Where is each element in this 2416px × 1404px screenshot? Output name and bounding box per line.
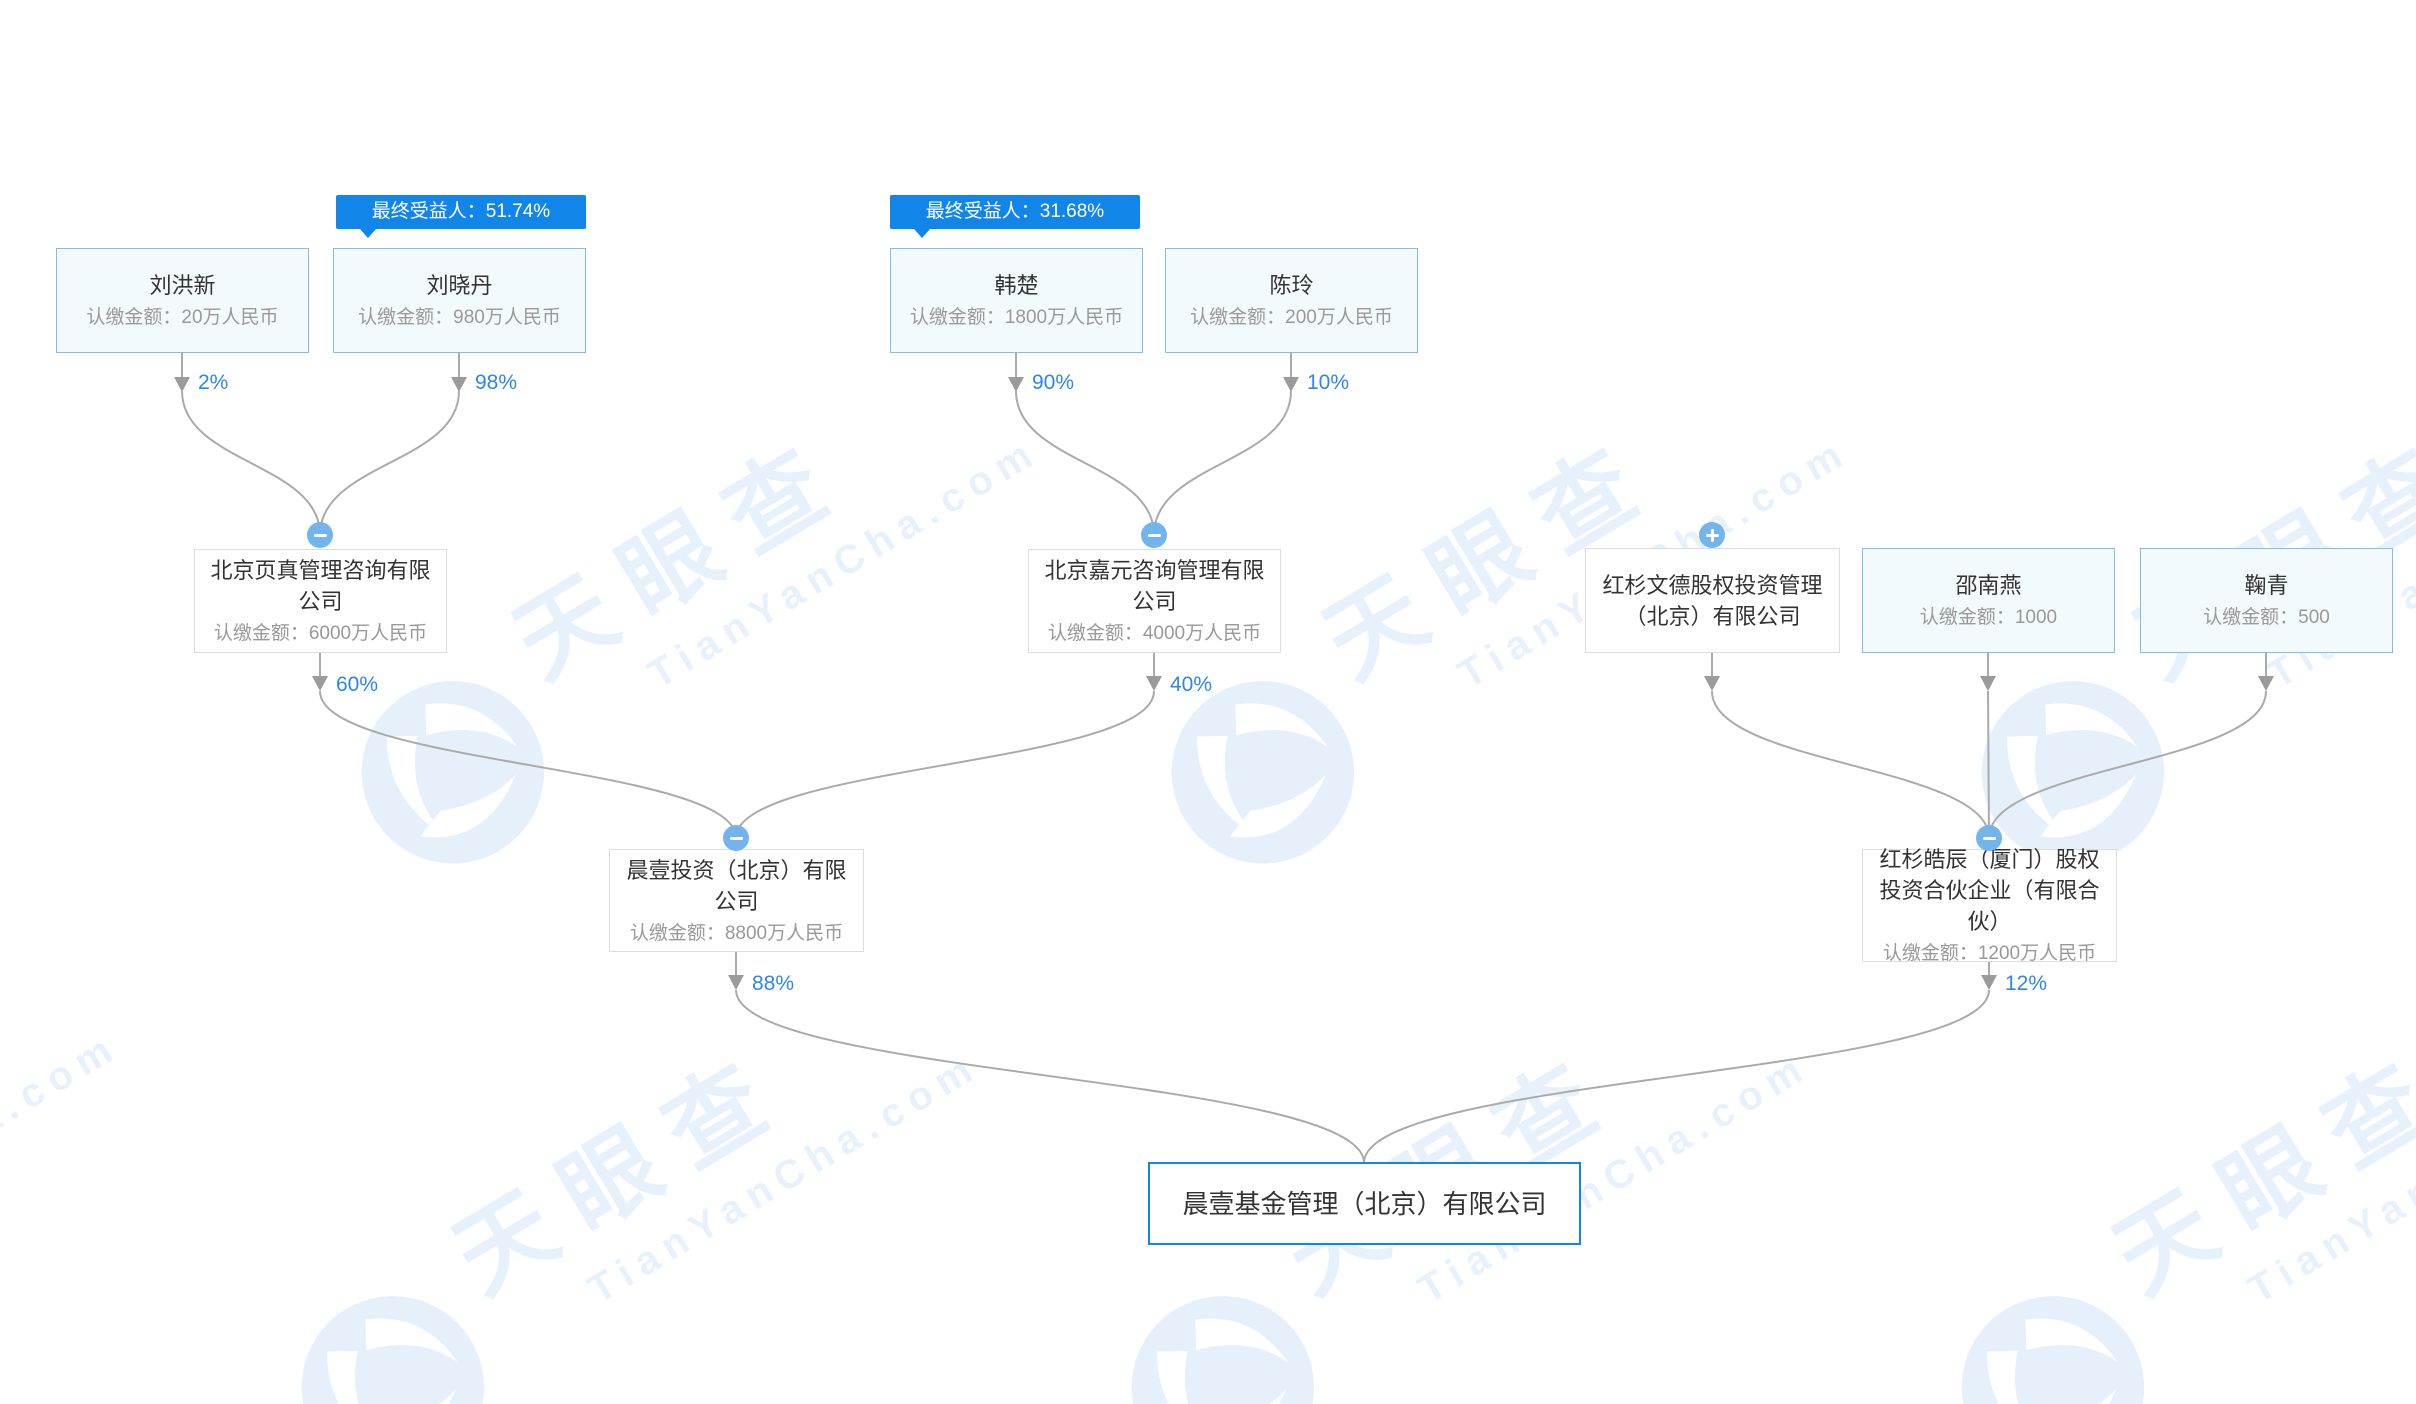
beneficiary-badge-label: 最终受益人：31.68% xyxy=(925,201,1105,222)
ownership-percent: 40% xyxy=(1170,673,1213,696)
node-chenyi-fund-root[interactable]: 晨壹基金管理（北京）有限公司 xyxy=(1148,1162,1581,1245)
node-name: 晨壹投资（北京）有限公司 xyxy=(626,857,847,914)
node-amount: 认缴金额：1200万人民币 xyxy=(1882,943,2097,964)
node-han-chu[interactable]: 韩楚 认缴金额：1800万人民币 xyxy=(890,248,1143,353)
node-amount: 认缴金额：200万人民币 xyxy=(1190,307,1393,328)
ownership-percent: 2% xyxy=(198,371,229,394)
node-name: 北京页真管理咨询有限公司 xyxy=(210,558,431,614)
node-chenyi-investment[interactable]: 晨壹投资（北京）有限公司 认缴金额：8800万人民币 xyxy=(609,849,864,952)
node-amount: 认缴金额：500 xyxy=(2203,607,2330,628)
ownership-percent: 60% xyxy=(336,673,379,696)
ownership-percent: 98% xyxy=(475,371,518,394)
node-name: 刘洪新 xyxy=(149,273,216,298)
ownership-percent: 10% xyxy=(1307,371,1350,394)
node-amount: 认缴金额：8800万人民币 xyxy=(629,922,844,944)
expand-icon[interactable] xyxy=(1699,522,1725,548)
node-amount: 认缴金额：4000万人民币 xyxy=(1047,623,1262,644)
collapse-icon[interactable] xyxy=(1141,522,1167,548)
node-hongshan-haochen[interactable]: 红杉皓辰（厦门）股权投资合伙企业（有限合伙） 认缴金额：1200万人民币 xyxy=(1862,847,2117,964)
badge-pointer xyxy=(360,229,376,238)
node-name: 韩楚 xyxy=(994,273,1039,298)
beneficiary-badge: 最终受益人：51.74% xyxy=(336,195,586,238)
node-name: 北京嘉元咨询管理有限公司 xyxy=(1044,558,1265,614)
node-beijing-yezhen[interactable]: 北京页真管理咨询有限公司 认缴金额：6000万人民币 xyxy=(194,549,447,653)
node-name: 陈玲 xyxy=(1269,273,1314,298)
node-name: 鞠青 xyxy=(2244,573,2289,598)
node-name: 晨壹基金管理（北京）有限公司 xyxy=(1182,1188,1547,1219)
node-amount: 认缴金额：1000 xyxy=(1919,607,2058,628)
node-beijing-jiayuan[interactable]: 北京嘉元咨询管理有限公司 认缴金额：4000万人民币 xyxy=(1028,549,1281,653)
ownership-percent: 88% xyxy=(752,972,795,995)
node-amount: 认缴金额：6000万人民币 xyxy=(213,623,428,644)
node-amount: 认缴金额：20万人民币 xyxy=(86,307,279,328)
node-shao-nanyan[interactable]: 邵南燕 认缴金额：1000 xyxy=(1862,548,2115,653)
node-chen-ling[interactable]: 陈玲 认缴金额：200万人民币 xyxy=(1165,248,1418,353)
ownership-percent: 90% xyxy=(1032,371,1075,394)
collapse-icon[interactable] xyxy=(1976,825,2002,851)
collapse-icon[interactable] xyxy=(307,522,333,548)
node-name: 刘晓丹 xyxy=(426,273,493,298)
beneficiary-badge-label: 最终受益人：51.74% xyxy=(371,201,551,222)
node-liu-xiaodan[interactable]: 刘晓丹 认缴金额：980万人民币 xyxy=(333,248,586,353)
node-name: 邵南燕 xyxy=(1955,573,2022,598)
node-name: 红杉文德股权投资管理（北京）有限公司 xyxy=(1602,572,1823,629)
node-liu-hongxin[interactable]: 刘洪新 认缴金额：20万人民币 xyxy=(56,248,309,353)
node-ju-qing[interactable]: 鞠青 认缴金额：500 xyxy=(2140,548,2393,653)
node-name: 红杉皓辰（厦门）股权投资合伙企业（有限合伙） xyxy=(1879,847,2100,934)
ownership-percent: 12% xyxy=(2005,972,2048,995)
node-amount: 认缴金额：980万人民币 xyxy=(358,307,561,328)
beneficiary-badge: 最终受益人：31.68% xyxy=(890,195,1140,238)
badge-pointer xyxy=(914,229,930,238)
node-amount: 认缴金额：1800万人民币 xyxy=(909,307,1124,328)
node-hongshan-wende[interactable]: 红杉文德股权投资管理（北京）有限公司 xyxy=(1585,548,1840,653)
collapse-icon[interactable] xyxy=(723,825,749,851)
